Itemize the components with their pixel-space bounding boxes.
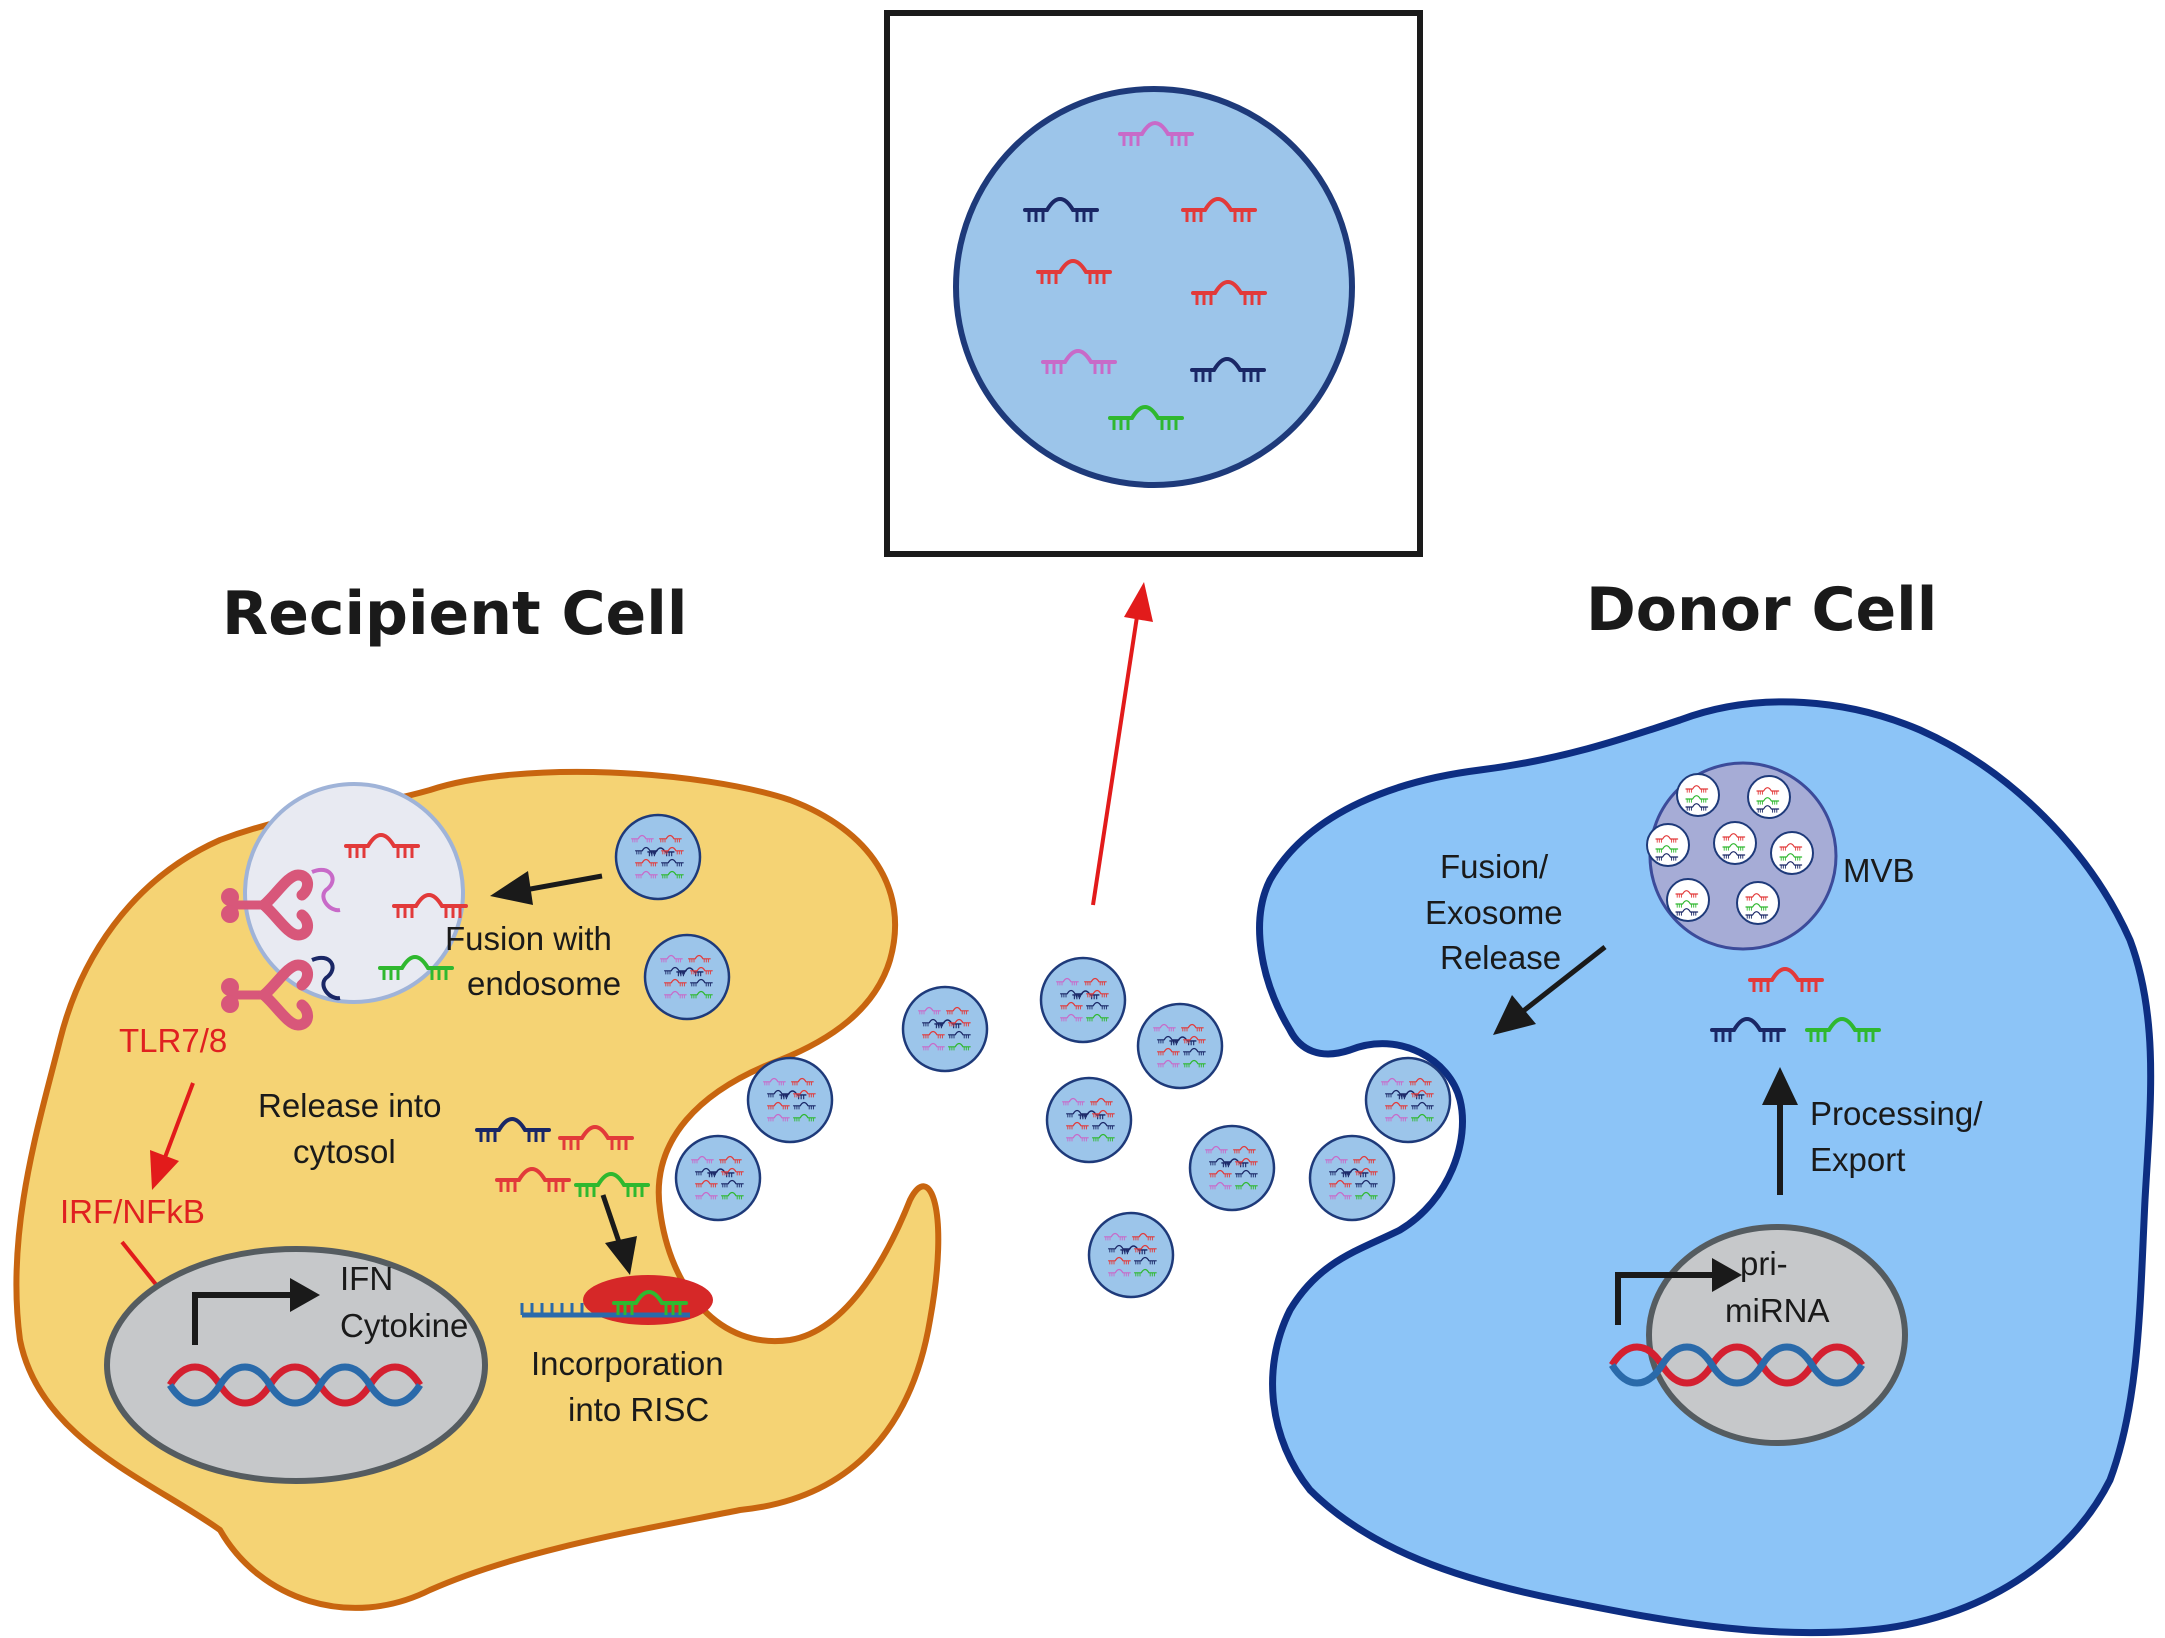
recipient-promoter-arrow <box>192 1278 320 1345</box>
tlr-to-irf-arrow <box>150 1082 195 1190</box>
fusion-label-line1: Fusion with <box>445 920 612 957</box>
release-label-line2: cytosol <box>293 1133 396 1170</box>
donor-fusion-line1: Fusion/ <box>1440 848 1549 885</box>
donor-gene-line2: miRNA <box>1725 1292 1830 1329</box>
risc-label-line1: Incorporation <box>531 1345 724 1382</box>
recipient-cell-title: Recipient Cell <box>222 579 687 649</box>
donor-promoter-arrow <box>1615 1258 1742 1325</box>
tlr78-label: TLR7/8 <box>119 1022 227 1059</box>
release-label-line1: Release into <box>258 1087 441 1124</box>
donor-cell-membrane <box>1256 698 2155 1637</box>
risc-complex <box>520 1275 713 1325</box>
mvb-label: MVB <box>1843 852 1915 889</box>
donor-exosomes <box>1310 1058 1450 1220</box>
extracellular-exosomes <box>903 958 1274 1297</box>
donor-fusion-line3: Release <box>1440 939 1561 976</box>
gene-label-line1: IFN <box>340 1260 393 1297</box>
exosome-enlarged <box>953 86 1355 488</box>
risc-label-line2: into RISC <box>568 1391 709 1428</box>
fusion-arrow <box>490 871 603 905</box>
donor-gene-line1: pri- <box>1740 1245 1788 1282</box>
risc-arrow <box>600 1194 637 1275</box>
endosome <box>243 782 465 1004</box>
processing-label-line2: Export <box>1810 1141 1905 1178</box>
processing-label-line1: Processing/ <box>1810 1095 1983 1132</box>
donor-release-arrow <box>1493 945 1607 1035</box>
gene-label-line2: Cytokine <box>340 1307 468 1344</box>
donor-cell-title: Donor Cell <box>1586 575 1937 645</box>
processing-arrow <box>1762 1067 1798 1195</box>
donor-fusion-line2: Exosome <box>1425 894 1563 931</box>
tlr-receptors <box>221 868 341 1025</box>
irf-nfkb-label: IRF/NFkB <box>60 1193 205 1230</box>
red-arrow-to-inset <box>1091 582 1153 906</box>
recipient-cell-membrane <box>13 768 942 1611</box>
fusion-label-line2: endosome <box>467 965 621 1002</box>
